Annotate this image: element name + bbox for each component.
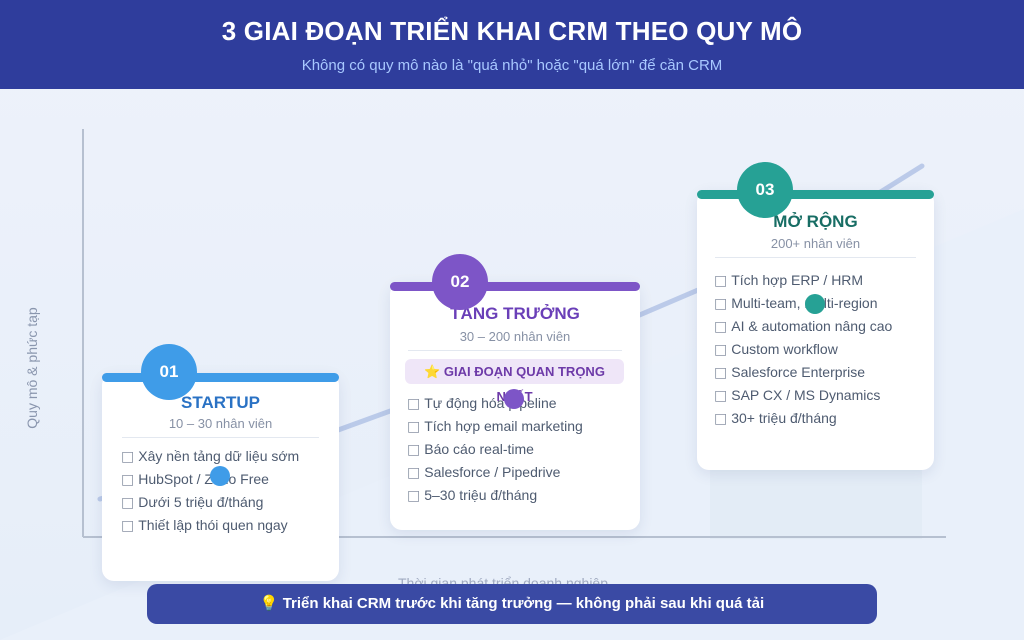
list-item: □Multi-team, multi-region xyxy=(714,295,878,312)
stage-title: STARTUP xyxy=(180,393,260,412)
checkbox-icon: □ xyxy=(714,388,728,404)
list-item: □SAP CX / MS Dynamics xyxy=(714,387,881,404)
page-title: 3 GIAI ĐOẠN TRIỂN KHAI CRM THEO QUY MÔ xyxy=(221,16,803,46)
checkbox-icon: □ xyxy=(407,419,421,435)
list-item: □Tích hợp ERP / HRM xyxy=(714,272,864,289)
stage-size: 200+ nhân viên xyxy=(770,236,861,251)
list-item: □30+ triệu đ/tháng xyxy=(714,410,837,427)
checkbox-icon: □ xyxy=(714,411,728,427)
checkbox-icon: □ xyxy=(714,296,728,312)
stage-card-startup: STARTUP 10 – 30 nhân viên □Xây nền tảng … xyxy=(102,373,339,581)
bulb-icon: 💡 xyxy=(259,595,279,612)
list-item: □HubSpot / Zoho Free xyxy=(121,471,269,488)
list-item: □5–30 triệu đ/tháng xyxy=(407,487,538,504)
list-item: □Tự động hóa pipeline xyxy=(407,395,557,412)
checkbox-icon: □ xyxy=(407,465,421,481)
checkbox-icon: □ xyxy=(714,273,728,289)
list-item: □AI & automation nâng cao xyxy=(714,318,893,335)
list-item: □Salesforce / Pipedrive xyxy=(407,464,561,481)
list-item: □Salesforce Enterprise xyxy=(714,364,866,381)
trend-marker-expansion xyxy=(805,294,825,314)
stage-size: 10 – 30 nhân viên xyxy=(168,416,273,431)
list-item: □Báo cáo real-time xyxy=(407,441,534,458)
stage-card-expansion: MỞ RỘNG 200+ nhân viên □Tích hợp ERP / H… xyxy=(697,190,934,470)
checkbox-icon: □ xyxy=(714,342,728,358)
checkbox-icon: □ xyxy=(714,319,728,335)
highlight-badge: ⭐ GIAI ĐOẠN QUAN TRỌNG NHẤT xyxy=(405,359,624,404)
checkbox-icon: □ xyxy=(714,365,728,381)
stage-badge-01: 01 xyxy=(141,344,197,400)
checkbox-icon: □ xyxy=(407,488,421,504)
card-divider xyxy=(408,350,622,351)
header: 3 GIAI ĐOẠN TRIỂN KHAI CRM THEO QUY MÔ K… xyxy=(0,0,1024,89)
stage-size: 30 – 200 nhân viên xyxy=(459,329,571,344)
stage-badge-03: 03 xyxy=(737,162,793,218)
stage-title: TĂNG TRƯỞNG xyxy=(450,304,580,323)
star-icon: ⭐ xyxy=(424,364,441,379)
trend-marker-growth xyxy=(504,389,524,409)
list-item: □Dưới 5 triệu đ/tháng xyxy=(121,494,264,511)
key-takeaway-banner: 💡 Triển khai CRM trước khi tăng trưởng —… xyxy=(147,584,877,624)
card-top-bar xyxy=(390,282,640,291)
list-item: □Tích hợp email marketing xyxy=(407,418,583,435)
checkbox-icon: □ xyxy=(121,449,135,465)
list-item: □Thiết lập thói quen ngay xyxy=(121,517,288,534)
banner-text: Triển khai CRM trước khi tăng trưởng — k… xyxy=(282,595,765,612)
card-top-bar xyxy=(697,190,934,199)
page-subtitle: Không có quy mô nào là "quá nhỏ" hoặc "q… xyxy=(301,57,723,74)
card-divider xyxy=(715,257,916,258)
checkbox-icon: □ xyxy=(407,396,421,412)
card-divider xyxy=(122,437,319,438)
checkbox-icon: □ xyxy=(407,442,421,458)
checkbox-icon: □ xyxy=(121,472,135,488)
checkbox-icon: □ xyxy=(121,495,135,511)
list-item: □Xây nền tảng dữ liệu sớm xyxy=(121,448,300,465)
card-top-bar xyxy=(102,373,339,382)
stage-badge-02: 02 xyxy=(432,254,488,310)
checkbox-icon: □ xyxy=(121,518,135,534)
y-axis-label: Quy mô & phức tạp xyxy=(24,307,40,429)
stage-title: MỞ RỘNG xyxy=(773,212,858,231)
trend-marker-startup xyxy=(210,466,230,486)
list-item: □Custom workflow xyxy=(714,341,838,358)
